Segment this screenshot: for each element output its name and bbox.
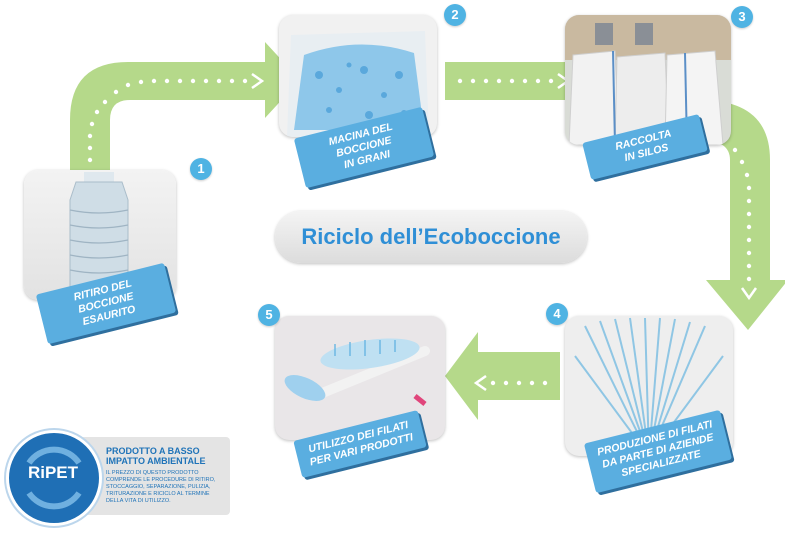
ripet-heading-line1: PRODOTTO A BASSO <box>106 446 200 456</box>
step-4-badge: 4 <box>546 303 568 325</box>
step-3-badge: 3 <box>731 6 753 28</box>
arrow-1-to-2 <box>70 42 300 175</box>
ripet-logo <box>6 430 102 526</box>
step-2-badge: 2 <box>444 4 466 26</box>
photo-silo-bags <box>565 15 731 145</box>
step-5-badge: 5 <box>258 304 280 326</box>
arrow-4-to-5 <box>445 332 560 420</box>
ripet-heading-line2: IMPATTO AMBIENTALE <box>106 456 206 466</box>
ripet-description: IL PREZZO DI QUESTO PRODOTTO COMPRENDE L… <box>106 470 216 504</box>
arrow-3-to-4 <box>700 100 785 330</box>
ripet-logo-text: RiPET <box>27 463 79 482</box>
diagram-title: Riciclo dell’Ecoboccione <box>275 211 587 263</box>
arrow-2-to-3 <box>445 62 590 100</box>
step-1-badge: 1 <box>190 158 212 180</box>
photo-ground-granules <box>279 15 437 137</box>
ripet-heading: PRODOTTO A BASSO IMPATTO AMBIENTALE <box>106 446 226 466</box>
